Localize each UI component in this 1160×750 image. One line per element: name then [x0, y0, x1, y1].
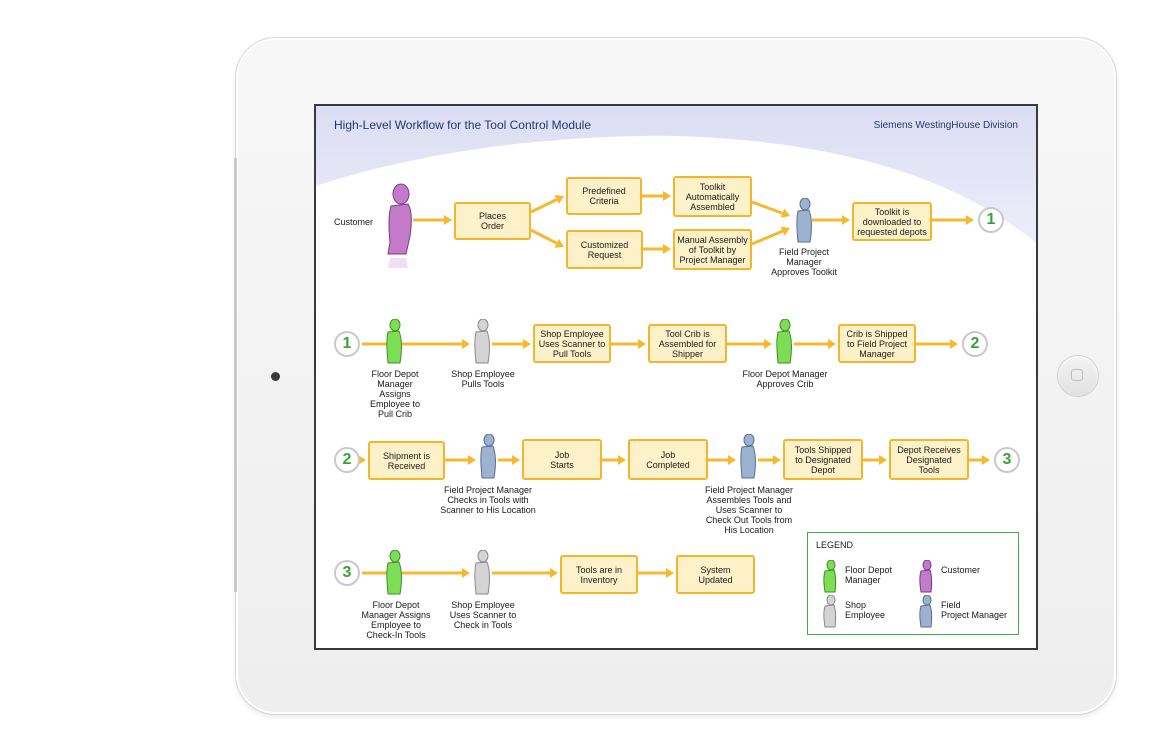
customer-person-icon [919, 560, 933, 593]
connector-1-in: 1 [334, 331, 360, 357]
shop-employee-icon [474, 550, 490, 595]
shop-pulls-label: Shop Employee Pulls Tools [451, 369, 515, 389]
floor-depot-manager-icon [776, 319, 792, 364]
manual-assembly-box: Manual Assembly of Toolkit by Project Ma… [673, 229, 752, 270]
legend-title: LEGEND [816, 540, 854, 550]
floor-depot-manager-icon [386, 550, 402, 595]
field-project-manager-icon [919, 595, 933, 628]
arrow-head-icon [462, 339, 470, 349]
arrow-head-icon [842, 215, 850, 225]
arrow-head-icon [728, 455, 736, 465]
arrow-head-icon [444, 215, 452, 225]
arrow-head-icon [950, 339, 958, 349]
tablet-side-edge [234, 158, 237, 592]
shop-employee-icon [474, 319, 490, 364]
field-project-manager-icon [740, 434, 756, 479]
predefined-criteria-box: Predefined Criteria [566, 177, 642, 215]
tools-shipped-box: Tools Shipped to Designated Depot [783, 439, 863, 480]
connector-3-in: 3 [334, 560, 360, 586]
field-project-manager-icon [480, 434, 496, 479]
fdm-assigns-checkin-label: Floor Depot Manager Assigns Employee to … [361, 600, 431, 640]
arrow-head-icon [554, 238, 564, 248]
legend-shop-employee: Shop Employee [845, 600, 886, 620]
arrow-head-icon [663, 244, 671, 254]
toolkit-auto-box: Toolkit Automatically Assembled [673, 176, 752, 217]
flow-arrow-line [751, 229, 784, 246]
system-updated-box: System Updated [676, 555, 755, 594]
arrow-head-icon [358, 455, 366, 465]
tools-inventory-box: Tools are in Inventory [560, 555, 638, 594]
toolkit-downloaded-box: Toolkit is downloaded to requested depot… [852, 202, 932, 241]
diagram-connectors [316, 106, 1036, 578]
home-button[interactable] [1058, 356, 1098, 396]
fpm-checks-in-label: Field Project Manager Checks in Tools wi… [440, 485, 536, 515]
arrow-head-icon [618, 455, 626, 465]
customer-person-icon [387, 183, 412, 268]
arrow-head-icon [512, 455, 520, 465]
arrow-head-icon [554, 194, 564, 204]
division-label: Siemens WestingHouse Division [873, 120, 1018, 131]
header-band [316, 106, 1036, 243]
legend: LEGEND Floor Depot Manager Customer Shop… [807, 532, 1019, 635]
arrow-head-icon [982, 455, 990, 465]
floor-depot-manager-icon [823, 560, 837, 593]
crib-assembled-box: Tool Crib is Assembled for Shipper [648, 324, 727, 363]
arrow-head-icon [780, 226, 790, 236]
field-project-manager-icon [796, 198, 812, 243]
flow-arrow-line [530, 228, 558, 245]
job-completed-box: Job Completed [628, 439, 708, 480]
fpm-assembles-label: Field Project Manager Assembles Tools an… [704, 485, 794, 535]
arrow-head-icon [550, 568, 558, 578]
fdm-assigns-label: Floor Depot Manager Assigns Employee to … [369, 369, 421, 419]
customized-request-box: Customized Request [566, 230, 643, 269]
customer-label: Customer [334, 217, 374, 227]
legend-field-project-manager: Field Project Manager [941, 600, 1008, 620]
arrow-head-icon [666, 568, 674, 578]
crib-shipped-box: Crib is Shipped to Field Project Manager [838, 324, 916, 363]
arrow-head-icon [879, 455, 887, 465]
arrow-head-icon [468, 455, 476, 465]
job-starts-box: Job Starts [522, 439, 602, 480]
arrow-head-icon [523, 339, 531, 349]
shipment-received-box: Shipment is Received [368, 441, 445, 480]
arrow-head-icon [764, 339, 772, 349]
home-icon [1071, 369, 1083, 381]
places-order-box: Places Order [454, 202, 531, 240]
fpm-approves-label: Field Project Manager Approves Toolkit [771, 247, 837, 277]
arrow-head-icon [663, 191, 671, 201]
arrow-head-icon [780, 208, 790, 218]
shop-checkin-label: Shop Employee Uses Scanner to Check in T… [449, 600, 517, 630]
arrow-head-icon [638, 339, 646, 349]
connector-2-out: 2 [962, 331, 988, 357]
floor-depot-manager-icon [386, 319, 402, 364]
depot-receives-box: Depot Receives Designated Tools [889, 439, 969, 480]
connector-2-in: 2 [334, 447, 360, 473]
fdm-approves-label: Floor Depot Manager Approves Crib [742, 369, 828, 389]
page-title: High-Level Workflow for the Tool Control… [334, 118, 592, 132]
arrow-head-icon [966, 215, 974, 225]
legend-floor-depot-manager: Floor Depot Manager [845, 565, 893, 585]
shop-scanner-box: Shop Employee Uses Scanner to Pull Tools [533, 324, 611, 363]
arrow-head-icon [462, 568, 470, 578]
legend-customer: Customer [941, 565, 981, 575]
flow-arrow-line [751, 200, 784, 215]
connector-1-out: 1 [978, 207, 1004, 233]
camera-icon [271, 372, 280, 381]
arrow-head-icon [773, 455, 781, 465]
arrow-head-icon [828, 339, 836, 349]
flow-arrow-line [530, 198, 558, 214]
shop-employee-icon [823, 595, 837, 628]
connector-3-out: 3 [994, 447, 1020, 473]
diagram-screen: High-Level Workflow for the Tool Control… [314, 104, 1038, 650]
